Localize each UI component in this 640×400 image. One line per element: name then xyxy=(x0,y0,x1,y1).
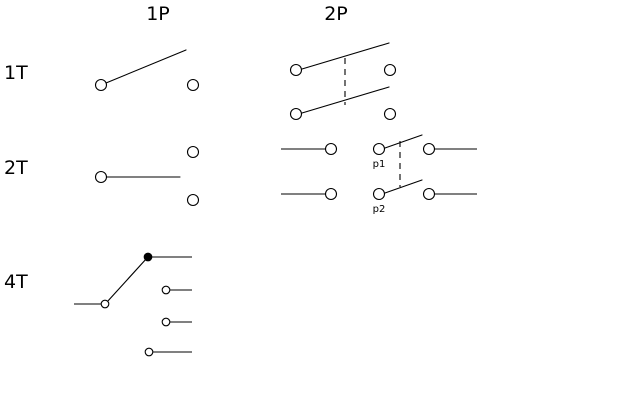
throw-terminal-1p4t-t2 xyxy=(161,285,171,295)
pivot-terminal-1p4t xyxy=(100,299,110,309)
lever-2p2t-pole2 xyxy=(384,179,423,194)
throw-terminal-1p4t-t1 xyxy=(143,252,153,262)
pivot-label-p1: p1 xyxy=(373,159,386,170)
cell-1p-1t-spst xyxy=(94,49,200,92)
pivot-label-p2: p2 xyxy=(373,204,386,215)
throw-terminal-2p1t-p1-t1 xyxy=(383,63,397,77)
lever-1p4t xyxy=(106,257,148,303)
lever-2p1t-pole2 xyxy=(301,86,390,114)
pivot-terminal-2p2t-p1 xyxy=(372,142,386,156)
row-header-1t: 1T xyxy=(4,62,28,84)
lever-2p1t-pole1 xyxy=(301,42,390,70)
throw-terminal-2p2t-p2-left xyxy=(324,187,338,201)
throw-terminal-1p4t-t4 xyxy=(144,347,154,357)
pivot-terminal-1p2t xyxy=(94,170,108,184)
pivot-terminal-2p2t-p2 xyxy=(372,187,386,201)
column-header-1p: 1P xyxy=(146,3,170,25)
cell-2p-1t-dpst xyxy=(289,42,397,121)
cell-1p-2t-spdt xyxy=(94,145,200,207)
throw-terminal-2p2t-p2-right xyxy=(422,187,436,201)
column-header-2p: 2P xyxy=(324,3,348,25)
throw-terminal-2p2t-p1-right xyxy=(422,142,436,156)
row-header-2t: 2T xyxy=(4,157,28,179)
pivot-terminal-1p1t xyxy=(94,78,108,92)
throw-terminal-2p2t-p1-left xyxy=(324,142,338,156)
lever-1p1t xyxy=(105,49,187,84)
throw-terminal-1p4t-t3 xyxy=(161,317,171,327)
throw-terminal-1p2t-t2 xyxy=(186,193,200,207)
throw-terminal-1p2t-t1 xyxy=(186,145,200,159)
cell-2p-2t-dpdt: p1 p2 xyxy=(281,134,477,215)
throw-terminal-2p1t-p2-t1 xyxy=(383,107,397,121)
lever-2p2t-pole1 xyxy=(384,134,423,149)
cell-1p-4t-sp4t xyxy=(74,252,192,357)
row-header-4t: 4T xyxy=(4,271,28,293)
throw-terminal-1p1t-t1 xyxy=(186,78,200,92)
pivot-terminal-2p1t-p1 xyxy=(289,63,303,77)
pivot-terminal-2p1t-p2 xyxy=(289,107,303,121)
